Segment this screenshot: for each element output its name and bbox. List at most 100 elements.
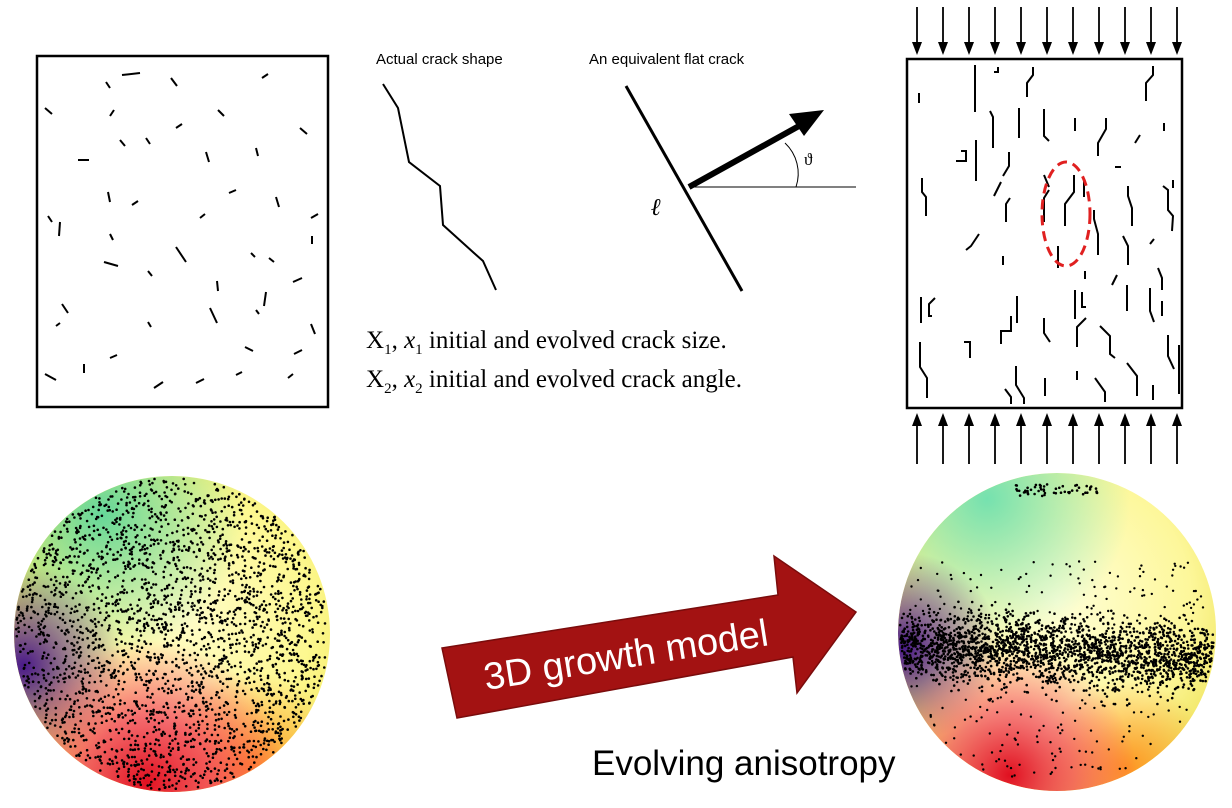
orientation-point <box>123 680 126 684</box>
orientation-point <box>205 709 208 712</box>
orientation-point <box>221 598 225 601</box>
orientation-point <box>1130 634 1134 638</box>
orientation-point <box>955 655 959 659</box>
orientation-point <box>178 597 182 600</box>
orientation-point <box>1138 645 1142 648</box>
orientation-point <box>1174 654 1177 657</box>
orientation-point <box>1101 653 1104 656</box>
orientation-point <box>143 524 146 527</box>
orientation-point <box>1007 650 1010 654</box>
crack-segment <box>44 373 57 381</box>
orientation-point <box>223 559 227 562</box>
orientation-point <box>939 634 942 637</box>
orientation-point <box>150 515 154 518</box>
orientation-point <box>113 719 116 723</box>
orientation-point <box>208 557 211 560</box>
orientation-point <box>252 633 255 637</box>
orientation-point <box>1066 655 1070 658</box>
orientation-point <box>152 491 156 495</box>
orientation-point <box>74 605 77 608</box>
orientation-point <box>68 715 71 719</box>
orientation-point <box>978 622 982 625</box>
random-crack-segments <box>44 72 319 389</box>
orientation-point <box>86 549 89 552</box>
orientation-point <box>143 617 146 620</box>
orientation-point <box>276 607 280 611</box>
orientation-point <box>996 624 999 628</box>
orientation-point <box>1189 672 1193 675</box>
orientation-point <box>969 657 972 661</box>
orientation-point <box>160 617 163 621</box>
orientation-point <box>292 605 295 608</box>
orientation-point <box>137 657 140 661</box>
orientation-point <box>115 761 119 765</box>
orientation-point <box>224 540 228 543</box>
orientation-point <box>953 633 957 637</box>
orientation-point <box>198 708 201 712</box>
orientation-point <box>942 641 946 644</box>
orientation-point <box>223 639 226 643</box>
orientation-point <box>995 651 998 654</box>
orientation-point <box>1014 637 1017 640</box>
orientation-point <box>228 589 232 593</box>
orientation-point <box>85 748 89 752</box>
orientation-point <box>986 676 990 680</box>
orientation-point <box>962 673 966 676</box>
orientation-point <box>84 509 87 512</box>
orientation-point <box>1061 711 1065 714</box>
orientation-point <box>220 621 224 625</box>
orientation-point <box>81 584 85 587</box>
orientation-point <box>1036 660 1040 663</box>
orientation-point <box>48 548 51 552</box>
orientation-point <box>1149 626 1152 629</box>
orientation-point <box>1057 664 1061 667</box>
orientation-point <box>1156 691 1160 694</box>
orientation-point <box>174 733 178 736</box>
orientation-point <box>962 664 966 667</box>
orientation-point <box>66 575 69 579</box>
orientation-point <box>1172 662 1175 665</box>
orientation-point <box>132 511 135 515</box>
orientation-point <box>316 640 320 643</box>
evolved-crack <box>1149 288 1155 323</box>
orientation-point <box>979 604 983 608</box>
orientation-point <box>254 643 258 646</box>
orientation-point <box>1162 664 1166 668</box>
orientation-point <box>1012 673 1015 676</box>
orientation-point <box>29 650 32 653</box>
orientation-point <box>1066 653 1070 656</box>
orientation-point <box>1002 670 1005 674</box>
orientation-point <box>29 569 33 573</box>
orientation-point <box>199 606 202 610</box>
orientation-point <box>198 690 201 693</box>
orientation-point <box>48 544 52 547</box>
orientation-point <box>278 604 282 608</box>
orientation-point <box>170 550 174 553</box>
orientation-point <box>1097 647 1100 651</box>
orientation-point <box>216 779 219 782</box>
orientation-point <box>1080 624 1083 628</box>
orientation-point <box>74 526 78 530</box>
orientation-point <box>929 656 932 659</box>
orientation-point <box>249 730 253 733</box>
orientation-point <box>76 674 80 677</box>
orientation-point <box>137 672 141 676</box>
orientation-point <box>114 603 117 607</box>
orientation-point <box>291 559 295 563</box>
orientation-point <box>207 524 211 527</box>
orientation-point <box>268 602 272 606</box>
orientation-point <box>252 666 256 670</box>
orientation-point <box>180 519 184 522</box>
orientation-point <box>315 667 318 671</box>
orientation-point <box>190 745 193 749</box>
orientation-point <box>160 622 164 626</box>
orientation-point <box>114 576 117 579</box>
orientation-point <box>1023 652 1026 656</box>
orientation-point <box>189 595 192 598</box>
orientation-point <box>1041 654 1045 658</box>
orientation-point <box>299 549 302 552</box>
orientation-point <box>181 577 185 581</box>
orientation-point <box>311 694 315 698</box>
orientation-point <box>1008 602 1011 606</box>
orientation-point <box>1066 648 1070 651</box>
